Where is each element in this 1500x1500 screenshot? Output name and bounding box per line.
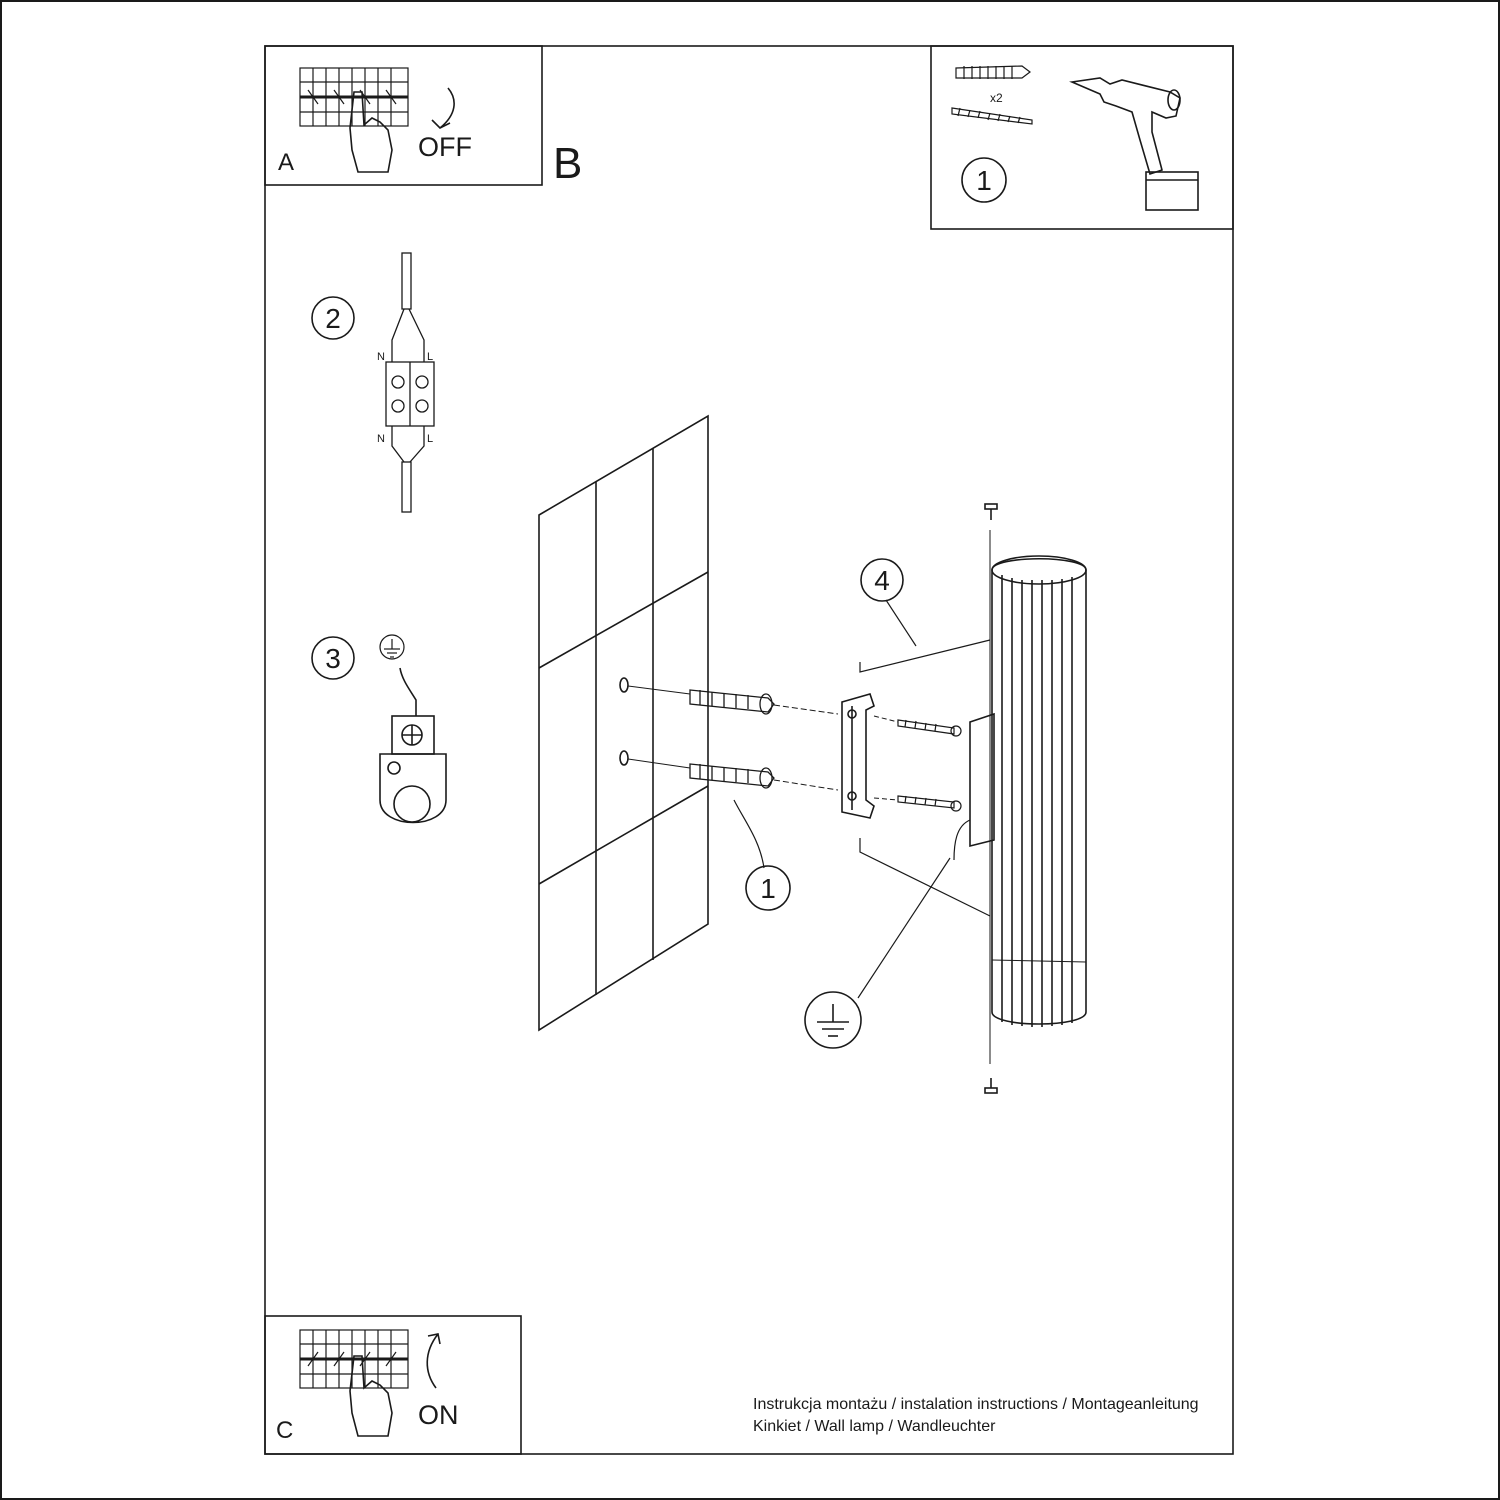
lamp-bottom-screw — [984, 1078, 998, 1094]
step-1-tools-number: 1 — [976, 165, 992, 196]
drill-hole-lower — [619, 750, 629, 766]
wall-plug-icon — [955, 65, 1031, 79]
panel-b-letter: B — [553, 139, 582, 188]
step-1-anchors-badge — [745, 865, 791, 911]
wall-plug-lower — [689, 763, 775, 789]
terminal-l-bottom: L — [427, 433, 433, 445]
step-2-number: 2 — [325, 303, 341, 334]
step-4-number: 4 — [874, 565, 890, 596]
panel-c-letter: C — [276, 1417, 293, 1444]
quantity-label: x2 — [990, 91, 1003, 105]
mounting-bracket — [841, 693, 875, 819]
off-label: OFF — [418, 132, 472, 162]
footer-caption: Instrukcja montażu / instalation instruc… — [753, 1394, 1199, 1438]
hand-on-icon — [349, 1355, 393, 1437]
wall-tiles — [538, 414, 709, 1032]
drill-hole-upper — [619, 677, 629, 693]
step-1-anchors-number: 1 — [760, 873, 776, 904]
footer-product-line: Kinkiet / Wall lamp / Wandleuchter — [753, 1418, 996, 1435]
breaker-box-on-icon — [299, 1329, 409, 1389]
terminal-l-top: L — [427, 351, 433, 363]
step-2-badge — [311, 296, 355, 340]
bracket-leader-bottom — [859, 838, 991, 917]
drill-icon — [1069, 77, 1199, 211]
step-1-tools-badge — [961, 157, 1007, 203]
arrow-up-icon — [426, 1333, 441, 1389]
panel-a-letter: A — [278, 149, 294, 176]
wall-plug-upper — [689, 689, 775, 715]
tools-panel-frame — [930, 45, 1234, 230]
terminal-n-top: N — [377, 351, 385, 363]
ground-wire — [399, 667, 417, 716]
terminal-n-bottom: N — [377, 433, 385, 445]
wall-lamp-body — [991, 555, 1087, 1027]
lamp-ground-wire — [953, 819, 971, 861]
panel-a-frame — [264, 45, 543, 186]
ground-symbol-icon — [804, 991, 862, 1049]
footer-title-line: Instrukcja montażu / instalation instruc… — [753, 1396, 1199, 1413]
lamp-mounting-plate — [969, 712, 995, 848]
hand-icon — [349, 91, 393, 173]
bracket-screw-upper — [897, 719, 962, 737]
step-3-badge — [311, 636, 355, 680]
ground-terminal-icon — [379, 715, 447, 824]
panel-c-frame — [264, 1315, 522, 1455]
on-label: ON — [418, 1400, 459, 1430]
sheet-border — [264, 45, 1234, 1455]
ground-leader-line — [857, 857, 951, 999]
ground-symbol-small-icon — [379, 634, 405, 660]
arrow-down-icon — [431, 87, 455, 129]
anchors-leader-line — [733, 799, 765, 869]
lamp-top-screw — [984, 503, 998, 520]
terminal-block-icon — [385, 252, 435, 513]
bracket-leader-top — [859, 639, 991, 673]
step-3-number: 3 — [325, 643, 341, 674]
step-4-badge — [860, 558, 904, 602]
screw-icon — [951, 107, 1033, 125]
bracket-screw-lower — [897, 795, 962, 812]
